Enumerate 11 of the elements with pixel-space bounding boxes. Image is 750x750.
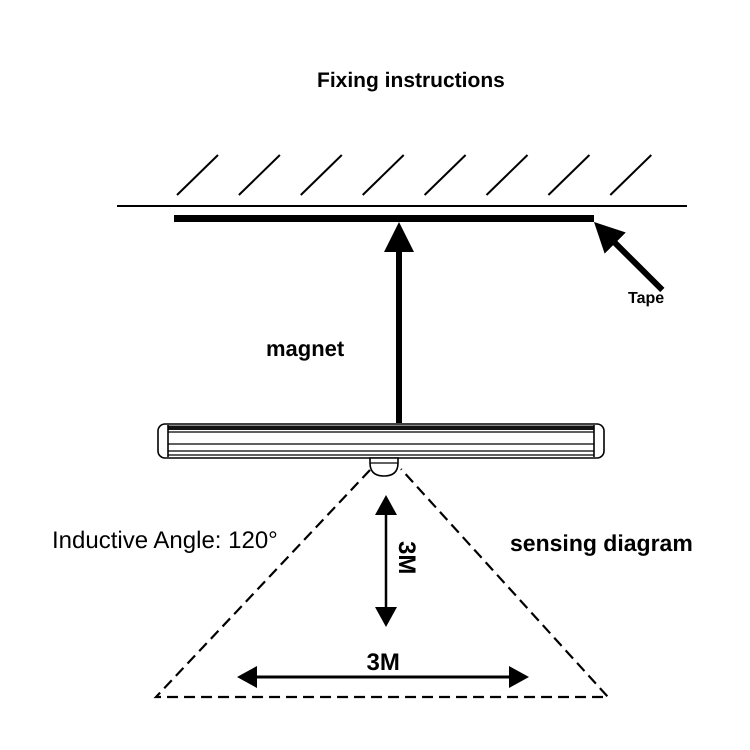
diagram-label: sensing diagram xyxy=(510,530,693,557)
angle-note: Inductive Angle: 120° xyxy=(52,527,278,555)
arrow xyxy=(592,220,664,292)
tape-strip xyxy=(174,215,594,222)
part-label: Tape xyxy=(628,290,664,308)
edge-label: magnet xyxy=(266,336,344,362)
title: Fixing instructions xyxy=(317,69,505,93)
light-bar xyxy=(156,423,606,478)
dimension-label: 3M xyxy=(392,541,420,574)
dimension-label: 3M xyxy=(366,649,400,677)
arrow xyxy=(384,222,414,423)
